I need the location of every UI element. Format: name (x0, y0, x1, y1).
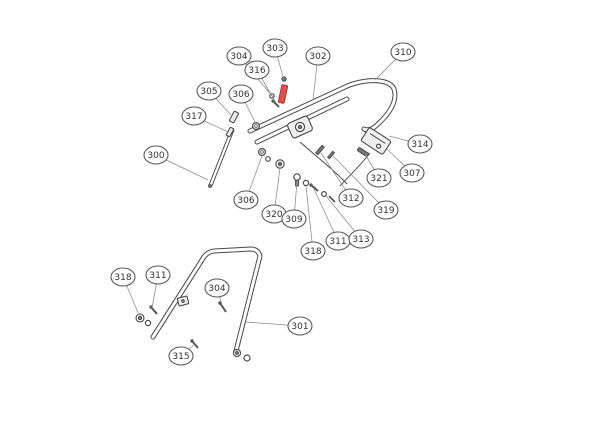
callout-314: 314 (388, 134, 433, 154)
callout-label: 304 (208, 284, 225, 294)
cable-clip (225, 126, 235, 138)
callout-319: 319 (332, 155, 399, 220)
callout-label: 321 (370, 174, 387, 184)
callout-label: 313 (352, 235, 369, 245)
handle-bracket (176, 295, 190, 307)
callout-310: 310 (374, 42, 416, 81)
callout-315: 315 (168, 344, 195, 366)
callout-label: 301 (291, 322, 308, 332)
bolt-head (293, 173, 301, 181)
callout-311b: 311 (145, 265, 171, 309)
screw (309, 183, 313, 187)
callout-label: 304 (230, 52, 247, 62)
callout-303: 303 (262, 38, 288, 81)
callout-label: 318 (304, 247, 321, 257)
screw (190, 339, 199, 349)
pulley-bracket (287, 115, 313, 139)
callout-311a: 311 (313, 188, 351, 251)
highlighted-part-body (277, 84, 289, 104)
screw (326, 150, 336, 160)
callout-309: 309 (281, 180, 307, 229)
callout-label: 318 (114, 273, 131, 283)
lower-handle-tube (150, 246, 263, 354)
washer (265, 156, 271, 162)
callouts: 304 303 302 310 316 305 (110, 38, 433, 366)
lower-handle-assembly (135, 246, 263, 362)
left-hardware (135, 305, 158, 327)
callout-label: 311 (149, 271, 166, 281)
callout-label: 306 (232, 90, 249, 100)
callout-320: 320 (261, 167, 287, 224)
right-hardware (232, 348, 251, 362)
control-lever (357, 147, 369, 157)
washer (243, 354, 251, 362)
washer (258, 148, 267, 157)
callout-307: 307 (386, 148, 425, 183)
control-housing (360, 127, 392, 155)
cable-rod (208, 128, 235, 188)
callout-317: 317 (181, 106, 229, 133)
washer (321, 191, 328, 198)
callout-label: 300 (147, 151, 164, 161)
screw (218, 301, 227, 313)
callout-302: 302 (305, 46, 331, 101)
callout-label: 312 (342, 194, 359, 204)
callout-321: 321 (364, 153, 392, 188)
screw (271, 99, 275, 103)
washer (144, 319, 152, 327)
callout-label: 314 (411, 140, 428, 150)
callout-304b: 304 (204, 278, 230, 306)
callout-label: 319 (377, 206, 394, 216)
callout-label: 306 (237, 196, 254, 206)
callout-301: 301 (245, 316, 313, 336)
upper-handle-assembly (208, 76, 398, 203)
callout-label: 317 (185, 112, 202, 122)
callout-label: 315 (172, 352, 189, 362)
callout-306b: 306 (233, 155, 263, 210)
washer (302, 179, 310, 187)
screw (315, 144, 325, 156)
callout-316: 316 (244, 60, 277, 104)
fastener-cluster (252, 76, 336, 203)
callout-label: 302 (309, 52, 326, 62)
callout-label: 316 (248, 66, 265, 76)
callout-label: 320 (265, 210, 282, 220)
callout-label: 307 (403, 169, 420, 179)
callout-label: 309 (285, 215, 302, 225)
cable-clip (229, 110, 239, 124)
callout-label: 310 (394, 48, 411, 58)
callout-318a: 318 (300, 185, 326, 261)
callout-label: 303 (266, 44, 283, 54)
callout-318b: 318 (110, 267, 140, 316)
highlighted-part (277, 84, 289, 104)
callout-label: 305 (200, 87, 217, 97)
washer (252, 121, 261, 130)
callout-label: 311 (329, 237, 346, 247)
callout-306: 306 (228, 84, 257, 125)
callout-300: 300 (143, 145, 209, 181)
callout-313: 313 (325, 195, 374, 249)
callout-312: 312 (320, 152, 364, 208)
callout-305: 305 (196, 81, 232, 116)
